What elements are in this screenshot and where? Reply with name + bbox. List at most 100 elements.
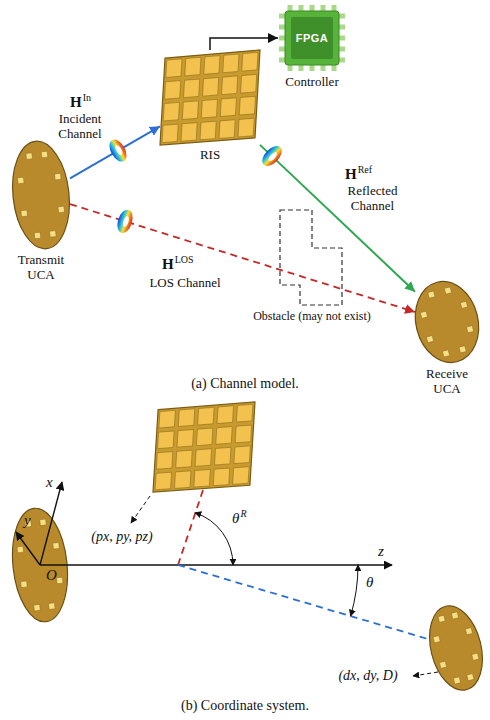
antenna-element <box>451 612 458 619</box>
ris-element <box>241 74 257 93</box>
controller-chip: FPGAController <box>268 4 356 89</box>
node-label: Transmit UCA <box>11 252 71 282</box>
channel-name: Reflected Channel <box>340 184 405 214</box>
ris-element <box>156 452 173 470</box>
angle-superscript: R <box>240 508 246 520</box>
antenna-element <box>17 546 24 553</box>
chip-core <box>291 17 333 59</box>
transmit-array-outline <box>12 140 70 250</box>
antenna-element <box>53 542 60 549</box>
channel-name: LOS Channel <box>140 276 230 291</box>
antenna-element <box>459 346 466 353</box>
leader-line <box>413 672 438 676</box>
uca-disk <box>407 275 487 370</box>
ris-element <box>203 77 219 96</box>
axis-label: x <box>46 474 53 491</box>
node-label: Obstacle (may not exist) <box>247 309 377 324</box>
antenna-element <box>41 151 48 158</box>
antenna-element <box>438 615 445 622</box>
uca-group <box>8 138 75 251</box>
ris-element <box>217 406 234 424</box>
ris-element <box>223 54 239 73</box>
ris-element <box>233 467 250 485</box>
antenna-element <box>54 173 61 180</box>
angle-arc <box>351 565 358 616</box>
panel-caption: (b) Coordinate system. <box>150 698 340 714</box>
antenna-element <box>426 336 433 343</box>
uca-group <box>407 275 487 370</box>
ris-element <box>196 428 213 446</box>
antenna-element <box>428 291 435 298</box>
ris-element <box>165 81 181 100</box>
control-link <box>210 38 278 50</box>
antenna-element <box>34 232 41 239</box>
reflected-channel-arrow <box>260 145 415 292</box>
antenna-element <box>444 287 451 294</box>
beam-hole <box>122 216 130 228</box>
ris-element <box>177 429 194 447</box>
ris-element <box>238 118 254 137</box>
channel-symbol: H <box>70 94 82 111</box>
ris-element <box>181 123 197 142</box>
beam-ring <box>259 142 286 169</box>
ris-element <box>194 469 211 487</box>
chip-label: FPGA <box>296 31 329 46</box>
channel-superscript: Ref <box>358 164 372 176</box>
ris-element <box>178 409 195 427</box>
antenna-element <box>433 636 440 643</box>
ris-panel: RIS <box>160 50 260 162</box>
controller-chip-outline: FPGA <box>278 4 346 72</box>
beam-pattern <box>106 137 130 165</box>
ris-element <box>182 101 198 120</box>
ris-element <box>176 450 193 468</box>
ris-element <box>214 447 231 465</box>
ris-element <box>159 410 176 428</box>
uca-disk <box>8 138 75 251</box>
channel-superscript: LOS <box>175 254 194 266</box>
beam-hole <box>267 151 278 162</box>
leader-line <box>131 496 150 523</box>
beam-pattern <box>115 208 136 235</box>
channel-superscript: In <box>83 92 91 104</box>
ris-element <box>235 425 252 443</box>
antenna-element <box>40 519 47 526</box>
ris-element <box>158 431 175 449</box>
coordinate-label: (dx, dy, D) <box>318 668 418 684</box>
receive-array <box>421 600 490 696</box>
ris-element <box>239 96 255 115</box>
ris-element <box>236 404 253 422</box>
antenna-element <box>21 210 28 217</box>
axis-label: z <box>378 543 384 560</box>
antenna-element <box>56 577 63 584</box>
antenna-element <box>26 153 33 160</box>
antenna-element <box>34 604 41 611</box>
ris-element <box>222 76 238 95</box>
antenna-element <box>17 177 24 184</box>
antenna-element <box>442 350 449 357</box>
x-axis <box>40 482 62 565</box>
panel-caption: (a) Channel model. <box>170 376 320 392</box>
transmit-array: Transmit UCA <box>11 140 71 282</box>
node-label: RIS <box>160 147 260 162</box>
antenna-element <box>49 603 56 610</box>
ris-element <box>220 98 236 117</box>
ris-element <box>163 102 179 121</box>
ris-element <box>162 124 178 143</box>
node-label: Receive UCA <box>415 366 479 396</box>
ris-panel <box>153 402 255 492</box>
origin-label: O <box>46 567 57 584</box>
uca-group <box>421 600 490 696</box>
y-axis <box>16 532 40 565</box>
antenna-element <box>58 206 65 213</box>
antenna-element <box>465 628 472 635</box>
ris-element <box>198 407 215 425</box>
beam-ring <box>115 208 136 235</box>
ris-element <box>195 449 212 467</box>
obstacle-block-outline <box>280 210 345 307</box>
z-axis <box>40 564 392 565</box>
ris-panel-outline <box>160 50 260 145</box>
receive-array: Receive UCA <box>415 280 479 396</box>
antenna-element <box>439 661 446 668</box>
los-channel-arrow <box>70 204 415 312</box>
beam-pattern <box>259 142 286 169</box>
